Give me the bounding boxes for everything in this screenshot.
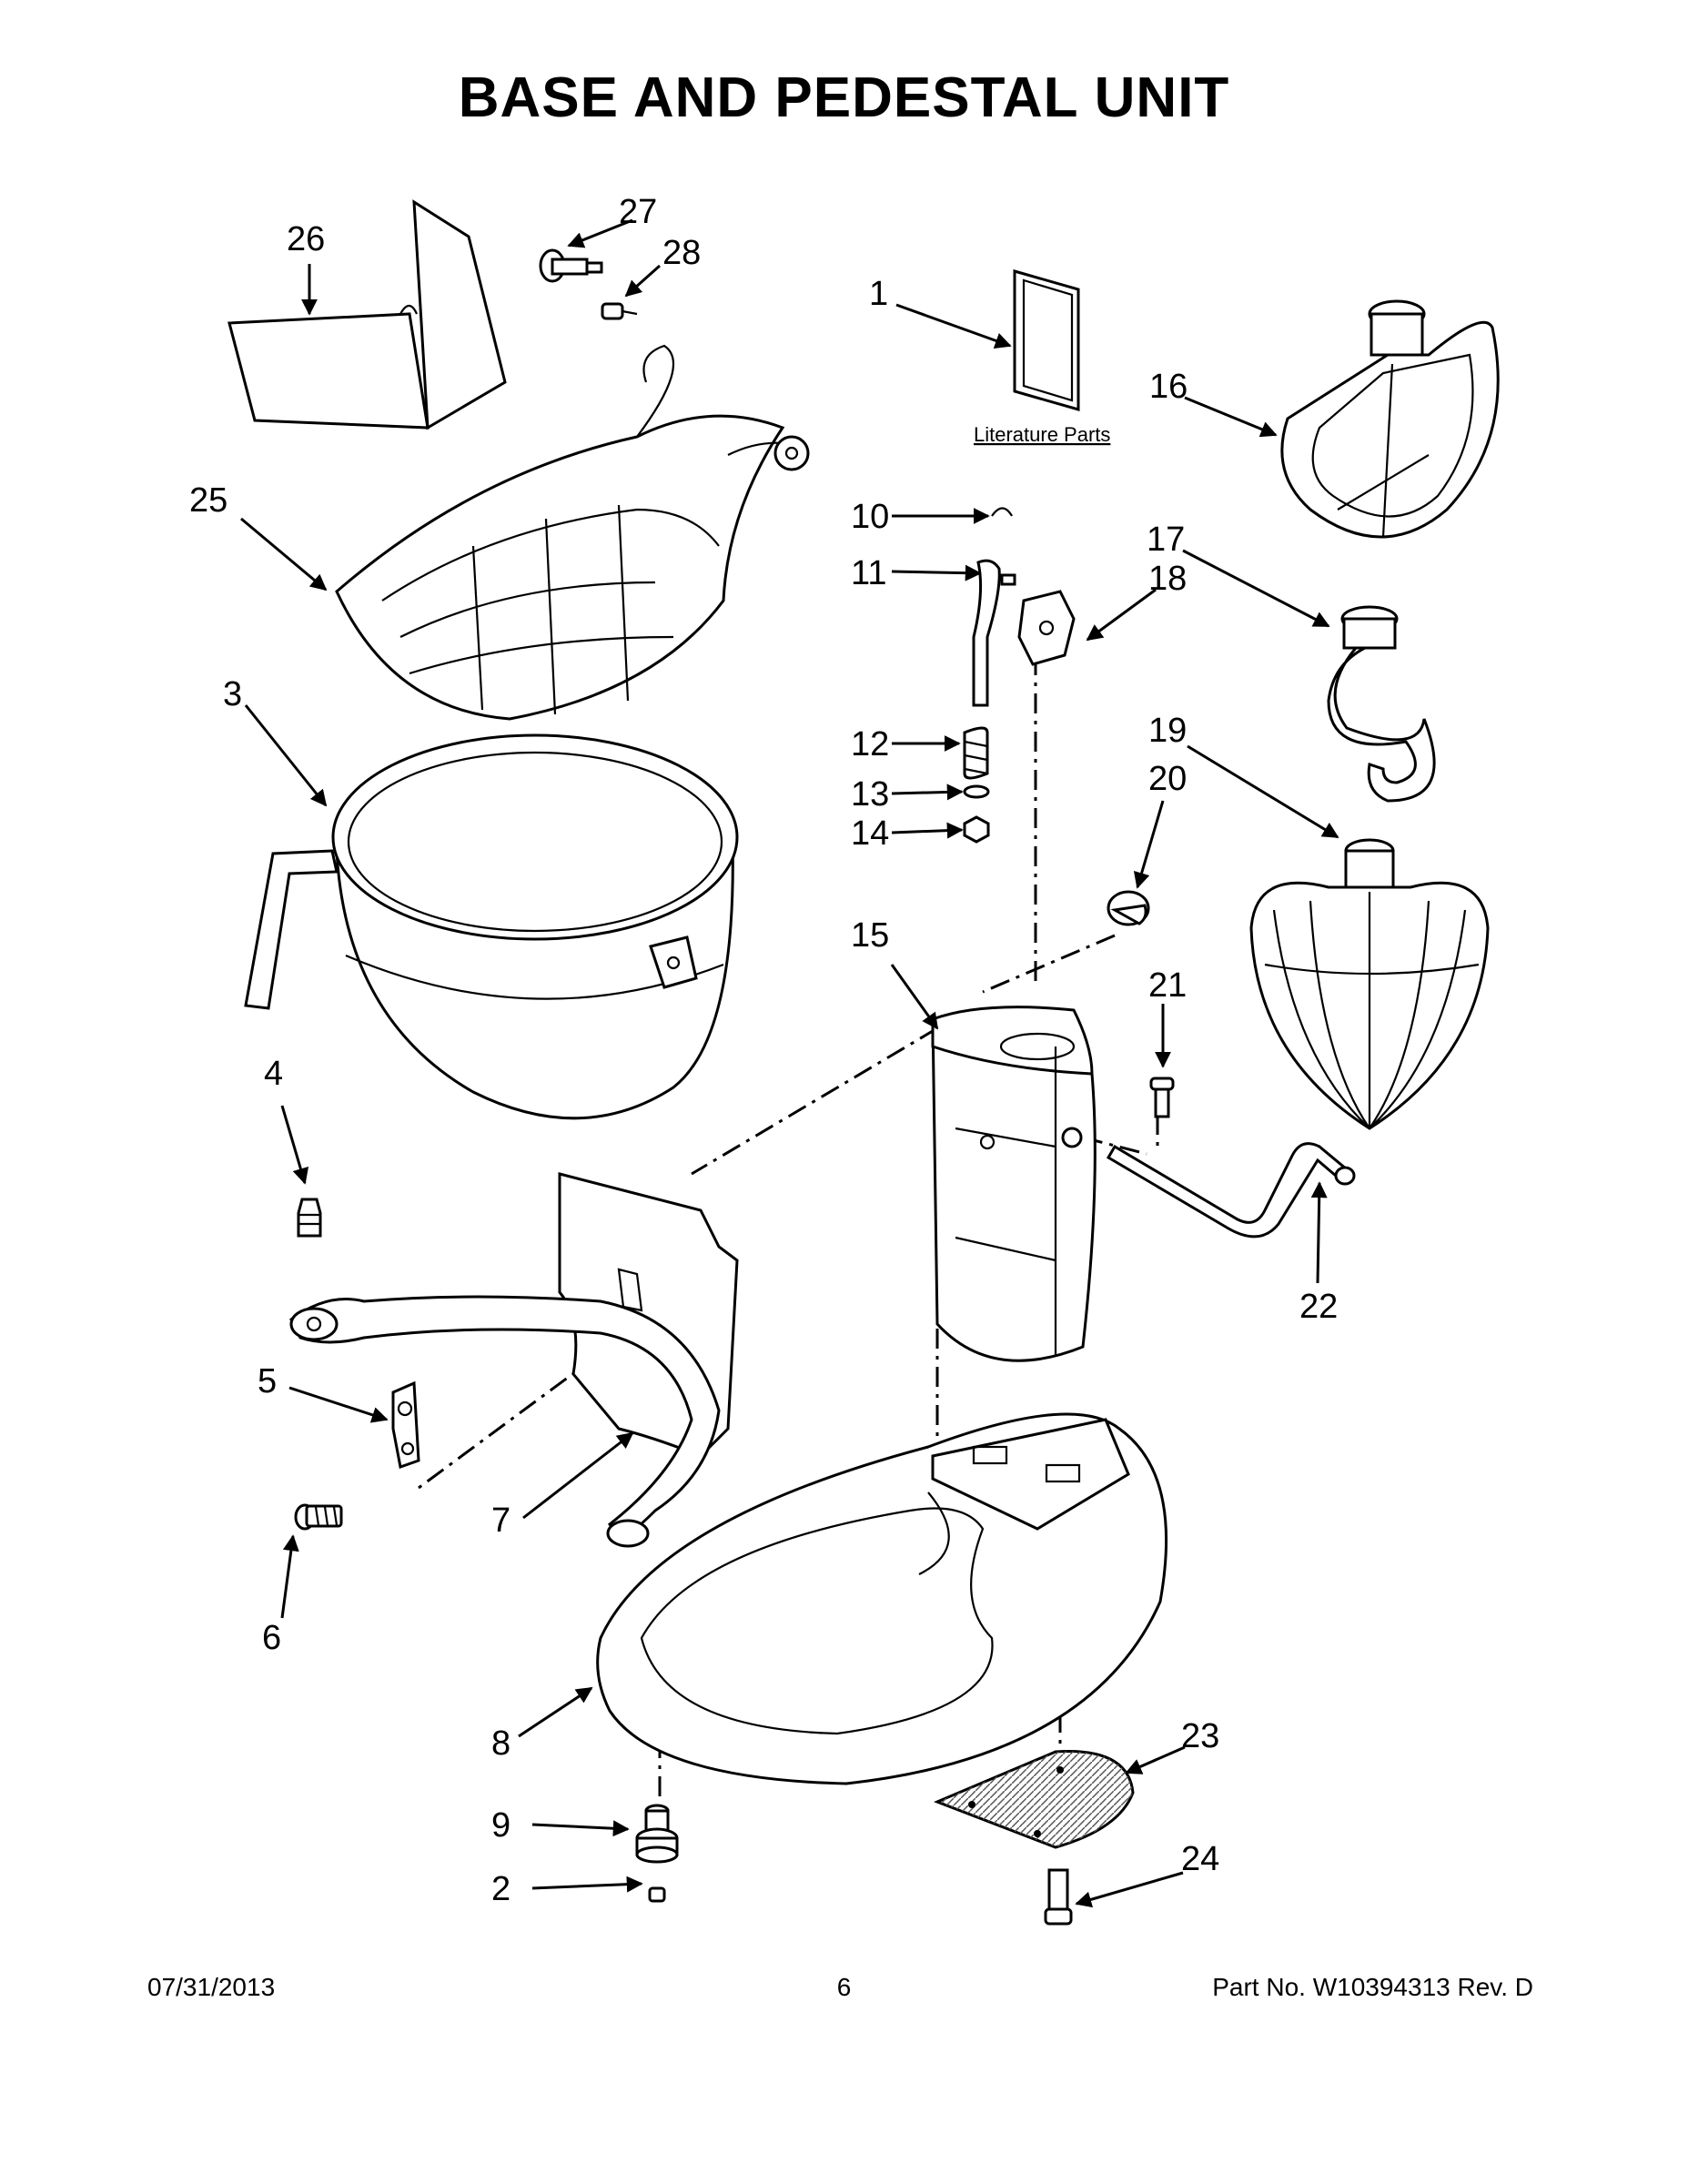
pedestal-screw bbox=[1149, 1077, 1175, 1118]
callout-24: 24 bbox=[1181, 1840, 1219, 1878]
bowl-lift-parts bbox=[963, 507, 1076, 844]
mixer-base bbox=[596, 1412, 1168, 1785]
base-plate bbox=[933, 1750, 1135, 1849]
callout-13: 13 bbox=[851, 775, 889, 814]
bowl-support-arm bbox=[289, 1172, 739, 1548]
callout-25: 25 bbox=[189, 481, 227, 520]
callout-22: 22 bbox=[1299, 1288, 1338, 1326]
callout-5: 5 bbox=[258, 1362, 277, 1400]
callout-20: 20 bbox=[1148, 760, 1187, 798]
callout-11: 11 bbox=[851, 554, 886, 592]
callout-9: 9 bbox=[491, 1806, 510, 1845]
callout-19: 19 bbox=[1148, 712, 1187, 750]
flat-beater bbox=[1280, 299, 1500, 539]
callout-4: 4 bbox=[264, 1055, 283, 1093]
base-foot bbox=[635, 1804, 679, 1864]
callout-21: 21 bbox=[1148, 966, 1187, 1005]
mixing-bowl bbox=[244, 733, 739, 1120]
leader-arrows bbox=[240, 218, 1339, 1908]
callout-14: 14 bbox=[851, 814, 889, 853]
callout-6: 6 bbox=[262, 1619, 281, 1657]
arm-bracket bbox=[391, 1380, 420, 1469]
callout-16: 16 bbox=[1149, 368, 1188, 406]
arm-pin bbox=[297, 1198, 322, 1238]
callout-10: 10 bbox=[851, 498, 889, 536]
callout-3: 3 bbox=[223, 675, 242, 713]
callout-17: 17 bbox=[1147, 521, 1185, 559]
callout-12: 12 bbox=[851, 725, 889, 763]
footer-part-number: Part No. W10394313 Rev. D bbox=[1212, 1973, 1533, 2001]
literature-parts-label: Literature Parts bbox=[974, 423, 1110, 446]
callout-26: 26 bbox=[287, 220, 325, 258]
callout-2: 2 bbox=[491, 1870, 510, 1908]
callout-numbers: 1 2 3 4 5 6 7 8 9 10 11 12 13 14 15 16 1… bbox=[189, 193, 1338, 1908]
callout-7: 7 bbox=[491, 1502, 510, 1540]
callout-1: 1 bbox=[869, 275, 888, 313]
lift-gear bbox=[1107, 890, 1150, 926]
callout-8: 8 bbox=[491, 1724, 510, 1763]
dough-hook bbox=[1327, 605, 1436, 803]
literature-booklet bbox=[1013, 269, 1080, 411]
wire-bowl-guard bbox=[335, 344, 810, 721]
bracket-screw bbox=[294, 1503, 343, 1531]
foot-screw bbox=[648, 1886, 666, 1903]
wire-whip bbox=[1249, 838, 1490, 1130]
callout-23: 23 bbox=[1181, 1717, 1219, 1755]
page-title: BASE AND PEDESTAL UNIT bbox=[458, 66, 1230, 129]
footer-date: 07/31/2013 bbox=[147, 1973, 276, 2001]
callout-27: 27 bbox=[619, 193, 657, 231]
guard-pin bbox=[539, 248, 603, 283]
guard-screw bbox=[601, 302, 638, 320]
callout-15: 15 bbox=[851, 916, 889, 955]
pouring-shield bbox=[227, 199, 507, 430]
pedestal-column bbox=[931, 1006, 1097, 1362]
footer-page-number: 6 bbox=[836, 1973, 852, 2001]
callout-28: 28 bbox=[662, 234, 701, 272]
plate-screw bbox=[1044, 1868, 1073, 1926]
callout-18: 18 bbox=[1148, 560, 1187, 598]
crank-handle bbox=[1106, 1142, 1356, 1239]
